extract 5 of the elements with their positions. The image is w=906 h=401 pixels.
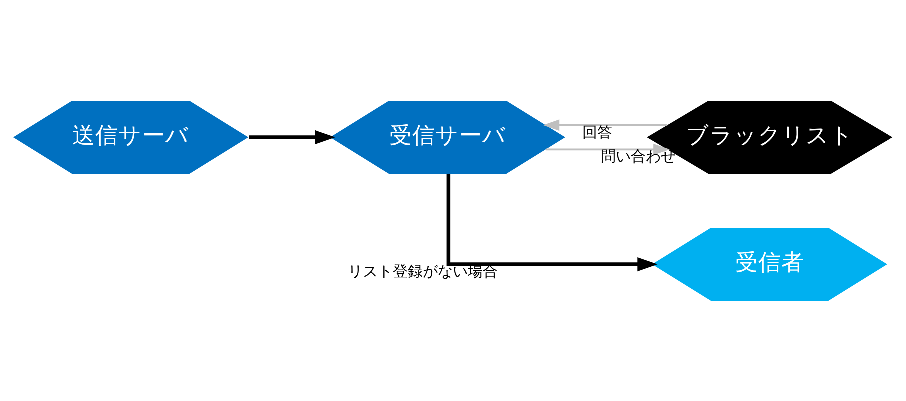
arrow [543, 119, 668, 131]
edge-label: 回答 [582, 122, 612, 141]
arrow [446, 174, 658, 272]
arrow [249, 130, 336, 144]
arrow [546, 143, 670, 155]
